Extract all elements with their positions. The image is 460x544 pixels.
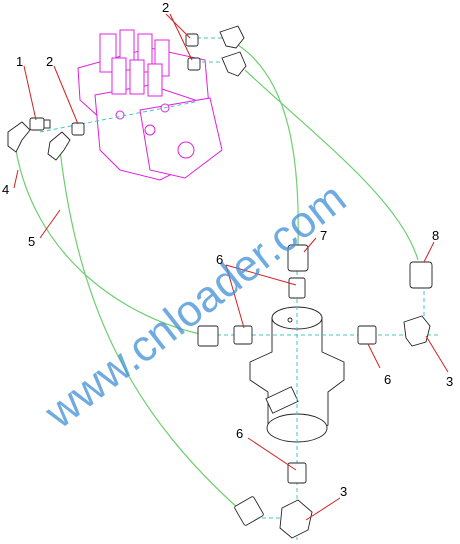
callout-3-bottom: 3 xyxy=(340,484,347,499)
hose-top-7 xyxy=(237,44,299,246)
callout-3-right: 3 xyxy=(446,374,453,389)
hoses xyxy=(13,44,419,511)
fitting-7 xyxy=(287,244,309,272)
multi-way-valve xyxy=(77,29,223,181)
callout-6-top: 6 xyxy=(216,252,223,267)
callout-8: 8 xyxy=(432,228,439,243)
callout-2-left: 2 xyxy=(46,54,53,69)
callout-2-top: 2 xyxy=(162,0,169,15)
hose-4 xyxy=(13,137,206,336)
callout-6-right: 6 xyxy=(384,372,391,387)
callout-4: 4 xyxy=(2,182,9,197)
callout-5: 5 xyxy=(28,234,35,249)
fitting-8 xyxy=(409,261,433,289)
callout-6-bottom: 6 xyxy=(236,426,243,441)
callout-labels: 1 2 2 4 5 7 8 6 6 3 6 3 xyxy=(2,0,453,499)
hose-5 xyxy=(59,149,241,511)
fittings xyxy=(7,25,433,539)
callout-7: 7 xyxy=(320,228,327,243)
leader-lines xyxy=(13,13,449,521)
callout-1: 1 xyxy=(16,54,23,69)
hose-top-8 xyxy=(244,69,419,261)
